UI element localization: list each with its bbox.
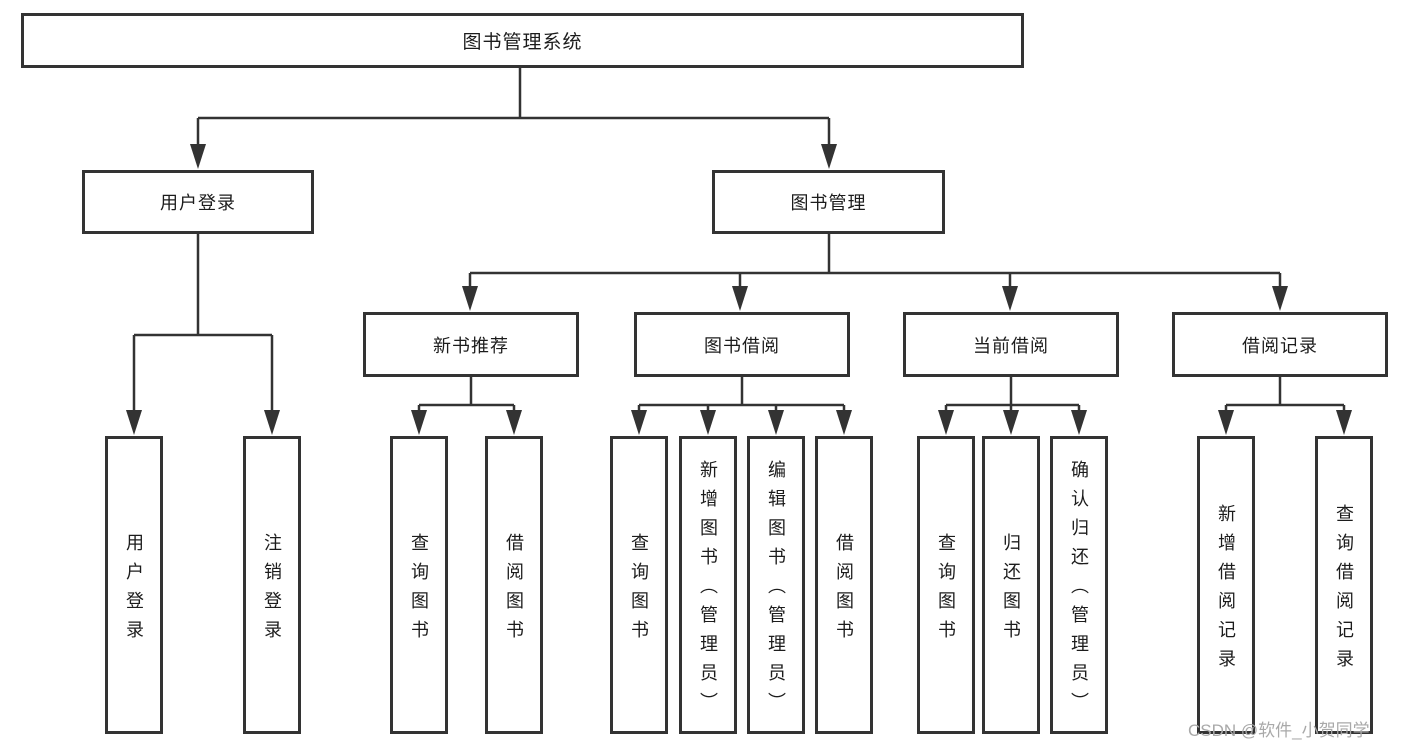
leaf-label: 查询借阅记录 — [1334, 503, 1354, 678]
arrow-down-icon — [836, 410, 852, 435]
leaf-add-borrow-record: 新增借阅记录 — [1197, 436, 1255, 734]
arrow-down-icon — [126, 410, 142, 435]
leaf-return-book: 归还图书 — [982, 436, 1040, 734]
leaf-label: 新增图书（管理员） — [698, 460, 718, 721]
node-book-management: 图书管理 — [712, 170, 945, 234]
arrow-down-icon — [1218, 410, 1234, 435]
node-label: 新书推荐 — [433, 335, 509, 356]
node-library-management-system: 图书管理系统 — [21, 13, 1024, 68]
arrow-down-icon — [506, 410, 522, 435]
arrow-down-icon — [631, 410, 647, 435]
leaf-label: 用户登录 — [124, 532, 144, 649]
leaf-query-book-current: 查询图书 — [917, 436, 975, 734]
arrow-down-icon — [1272, 286, 1288, 311]
arrow-down-icon — [411, 410, 427, 435]
leaf-query-book-borrow: 查询图书 — [610, 436, 668, 734]
leaf-borrow-book: 借阅图书 — [815, 436, 873, 734]
leaf-label: 注销登录 — [262, 532, 282, 649]
leaf-query-borrow-record: 查询借阅记录 — [1315, 436, 1373, 734]
node-borrowing-records: 借阅记录 — [1172, 312, 1388, 377]
leaf-label: 查询图书 — [409, 532, 429, 649]
leaf-label: 确认归还（管理员） — [1069, 460, 1089, 721]
arrow-down-icon — [768, 410, 784, 435]
arrow-down-icon — [264, 410, 280, 435]
csdn-watermark: CSDN @软件_小贺同学 — [1188, 721, 1370, 740]
node-label: 图书借阅 — [704, 335, 780, 356]
leaf-label: 查询图书 — [936, 532, 956, 649]
leaf-label: 借阅图书 — [834, 532, 854, 649]
arrow-down-icon — [1003, 410, 1019, 435]
leaf-query-book-recommend: 查询图书 — [390, 436, 448, 734]
leaf-borrow-book-recommend: 借阅图书 — [485, 436, 543, 734]
node-label: 借阅记录 — [1242, 335, 1318, 356]
leaf-logout: 注销登录 — [243, 436, 301, 734]
arrow-down-icon — [462, 286, 478, 311]
leaf-label: 新增借阅记录 — [1216, 503, 1236, 678]
arrow-down-icon — [732, 286, 748, 311]
arrow-down-icon — [938, 410, 954, 435]
arrowheads — [126, 144, 1352, 435]
node-new-book-recommendation: 新书推荐 — [363, 312, 579, 377]
node-label: 图书管理 — [790, 193, 867, 213]
node-user-login: 用户登录 — [82, 170, 314, 234]
node-current-borrowing: 当前借阅 — [903, 312, 1119, 377]
node-book-borrowing: 图书借阅 — [634, 312, 850, 377]
arrow-down-icon — [1336, 410, 1352, 435]
leaf-edit-book-admin: 编辑图书（管理员） — [747, 436, 805, 734]
leaf-add-book-admin: 新增图书（管理员） — [679, 436, 737, 734]
node-label: 图书管理系统 — [462, 32, 583, 53]
leaf-user-login: 用户登录 — [105, 436, 163, 734]
leaf-label: 查询图书 — [629, 532, 649, 649]
leaf-label: 编辑图书（管理员） — [766, 460, 786, 721]
node-label: 用户登录 — [160, 193, 236, 213]
node-label: 当前借阅 — [973, 335, 1049, 356]
arrow-down-icon — [700, 410, 716, 435]
arrow-down-icon — [1071, 410, 1087, 435]
arrow-down-icon — [1002, 286, 1018, 311]
leaf-label: 归还图书 — [1001, 532, 1021, 649]
leaf-confirm-return-admin: 确认归还（管理员） — [1050, 436, 1108, 734]
arrow-down-icon — [190, 144, 206, 169]
arrow-down-icon — [821, 144, 837, 169]
leaf-label: 借阅图书 — [504, 532, 524, 649]
